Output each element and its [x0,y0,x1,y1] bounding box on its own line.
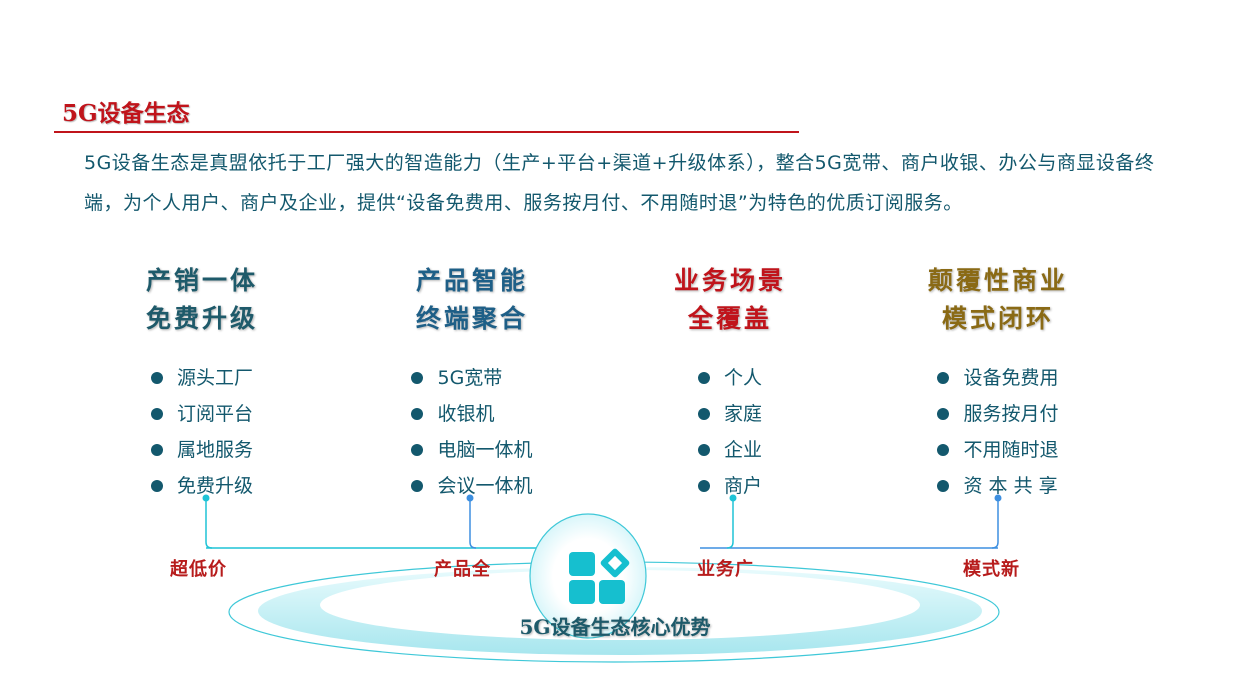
column-heading: 业务场景 全覆盖 [610,262,850,338]
list-item: 收银机 [411,396,532,432]
bullet-icon [411,480,424,492]
list-item: 资 本 共 享 [937,468,1058,504]
heading-line: 产销一体 [145,266,258,295]
bullet-icon [937,444,950,456]
heading-line: 颠覆性商业 [927,266,1068,295]
advantage-tag-4: 模式新 [963,559,1020,580]
feature-column-4: 颠覆性商业 模式闭环 设备免费用 服务按月付 不用随时退 资 本 共 享 [878,262,1118,504]
core-advantage-label: 5G设备生态核心优势 [519,615,711,639]
bullet-icon [937,480,950,492]
bullet-icon [150,408,163,420]
intro-paragraph: 5G设备生态是真盟依托于工厂强大的智造能力（生产+平台+渠道+升级体系），整合5… [84,152,1155,214]
heading-line: 产品智能 [415,266,528,295]
bullet-icon [150,480,163,492]
list-item: 家庭 [697,396,762,432]
bullet-icon [150,444,163,456]
connector-3 [726,494,737,549]
list-item: 商户 [697,468,762,504]
page-title: 5G设备生态 [62,100,190,127]
connector-1 [202,494,213,549]
bullet-icon [411,408,424,420]
advantage-tag-3: 业务广 [697,559,754,580]
heading-line: 业务场景 [673,266,786,295]
list-item: 服务按月付 [937,396,1059,432]
list-item: 源头工厂 [150,360,253,396]
advantage-tag-2: 产品全 [434,559,491,580]
grid-apps-icon [569,548,630,604]
advantage-tag-1: 超低价 [170,559,227,580]
column-heading: 颠覆性商业 模式闭环 [878,262,1118,338]
list-item: 订阅平台 [150,396,253,432]
column-heading: 产品智能 终端聚合 [352,262,592,338]
feature-column-3: 业务场景 全覆盖 个人 家庭 企业 商户 [610,262,850,504]
list-item: 免费升级 [150,468,253,504]
bullet-icon [937,408,950,420]
list-item: 企业 [697,432,762,468]
feature-column-1: 产销一体 免费升级 源头工厂 订阅平台 属地服务 免费升级 [82,262,322,504]
bullet-icon [411,444,424,456]
list-item: 会议一体机 [411,468,533,504]
connector-4 [991,494,1002,549]
connector-2 [466,494,477,549]
heading-line: 终端聚合 [415,304,528,333]
feature-column-2: 产品智能 终端聚合 5G宽带 收银机 电脑一体机 会议一体机 [352,262,592,504]
list-item: 属地服务 [150,432,253,468]
heading-line: 全覆盖 [687,304,772,333]
heading-line: 免费升级 [145,304,258,333]
heading-line: 模式闭环 [941,304,1054,333]
bullet-icon [697,408,710,420]
bullet-icon [697,372,710,384]
bullet-icon [697,480,710,492]
column-heading: 产销一体 免费升级 [82,262,322,338]
list-item: 电脑一体机 [411,432,533,468]
list-item: 个人 [697,360,762,396]
feature-list: 设备免费用 服务按月付 不用随时退 资 本 共 享 [937,360,1059,504]
list-item: 设备免费用 [937,360,1059,396]
bullet-icon [150,372,163,384]
feature-list: 个人 家庭 企业 商户 [697,360,762,504]
bullet-icon [697,444,710,456]
title-divider [54,131,799,133]
feature-list: 5G宽带 收银机 电脑一体机 会议一体机 [411,360,533,504]
feature-list: 源头工厂 订阅平台 属地服务 免费升级 [150,360,253,504]
list-item: 不用随时退 [937,432,1059,468]
bullet-icon [411,372,424,384]
list-item: 5G宽带 [411,360,532,396]
bullet-icon [937,372,950,384]
